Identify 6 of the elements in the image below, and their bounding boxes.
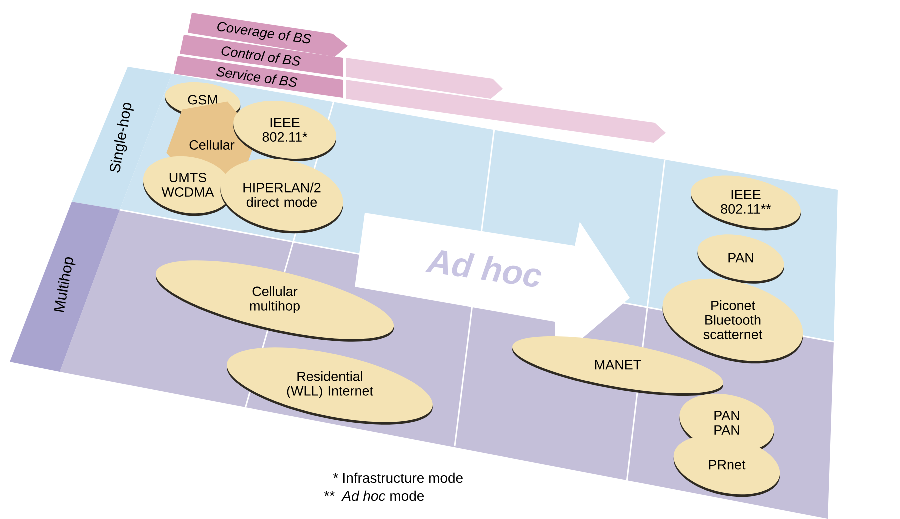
footnote: Infrastructure mode — [344, 472, 463, 484]
row-header: Multihop — [10, 202, 120, 372]
footnote: Ad hoc mode — [342, 490, 424, 502]
node-label: PAN — [728, 253, 754, 263]
footnote-mark: ** — [324, 491, 335, 496]
footnote-mark: * — [333, 473, 338, 478]
